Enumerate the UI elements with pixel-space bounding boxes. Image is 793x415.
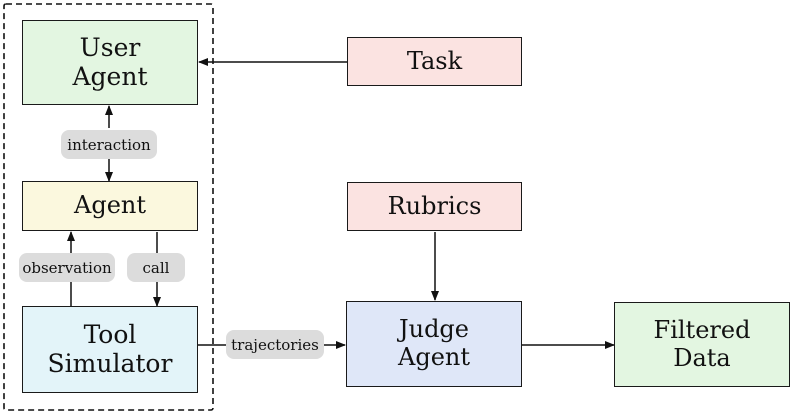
call-label: call xyxy=(127,253,185,282)
user-agent-label-line2: Agent xyxy=(72,61,148,91)
judge-agent-box: Judge Agent xyxy=(346,301,522,387)
tool-simulator-label-line2: Simulator xyxy=(47,348,173,378)
observation-label: observation xyxy=(19,253,115,282)
task-box: Task xyxy=(347,37,522,86)
rubrics-box: Rubrics xyxy=(347,182,522,231)
tool-simulator-label-line1: Tool xyxy=(83,319,137,349)
tool-simulator-box: Tool Simulator xyxy=(22,306,198,393)
agent-label: Agent xyxy=(74,191,146,220)
judge-agent-label-line2: Agent xyxy=(398,343,470,371)
agent-box: Agent xyxy=(22,181,198,231)
filtered-data-label-line1: Filtered xyxy=(653,315,751,344)
interaction-label: interaction xyxy=(61,130,157,159)
rubrics-label: Rubrics xyxy=(387,191,482,220)
user-agent-label-line1: User xyxy=(79,32,141,62)
user-agent-box: User Agent xyxy=(22,20,198,105)
simulation-group-boundary xyxy=(3,3,214,411)
filtered-data-label-line2: Data xyxy=(673,343,731,372)
task-label: Task xyxy=(406,46,463,75)
trajectories-label: trajectories xyxy=(226,330,324,359)
judge-agent-label-line1: Judge xyxy=(398,315,469,344)
filtered-data-box: Filtered Data xyxy=(614,302,790,387)
